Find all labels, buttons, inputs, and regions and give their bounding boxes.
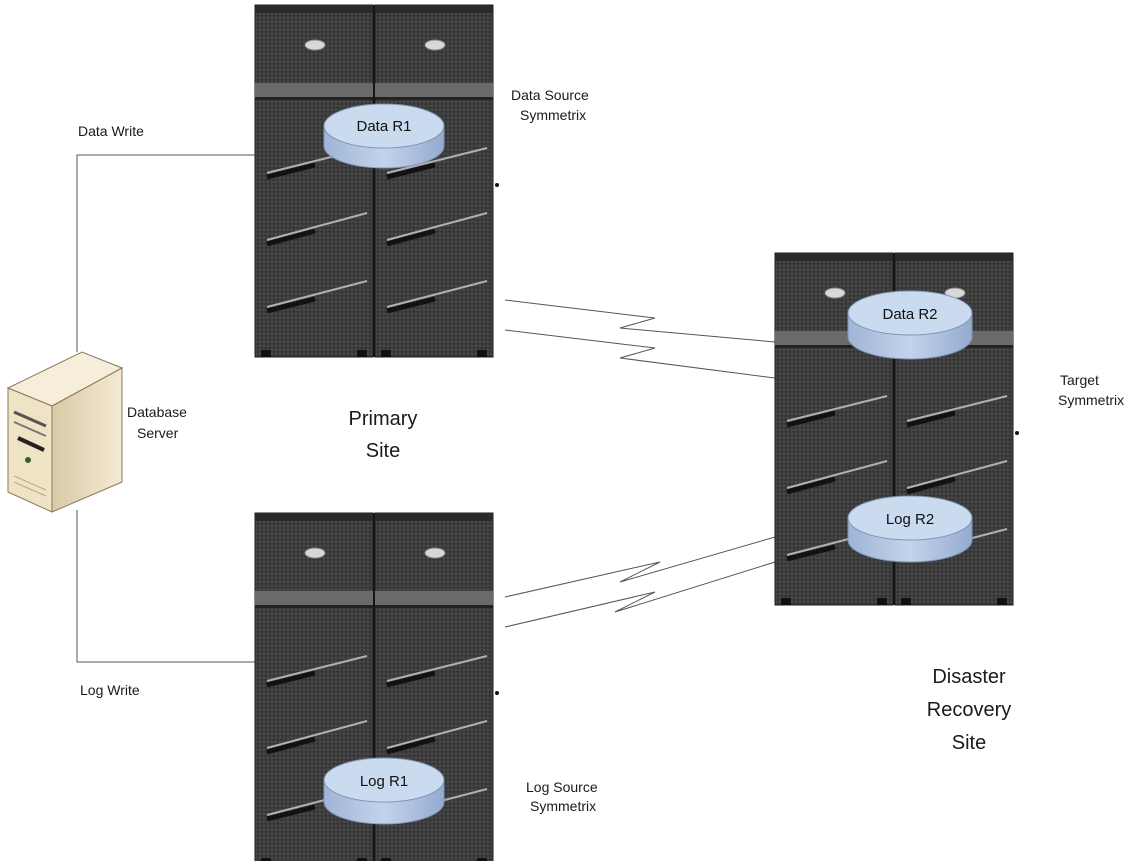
disk-data-r1-label: Data R1: [356, 118, 411, 135]
log-source-label-line2: Symmetrix: [530, 798, 596, 814]
disk-log-r2-label: Log R2: [886, 511, 934, 528]
target-label-line2: Symmetrix: [1058, 392, 1124, 408]
database-server-label-line2: Server: [137, 425, 179, 441]
database-server-icon: [6, 351, 124, 513]
data-source-symmetrix: [255, 5, 499, 357]
database-server-label-line1: Database: [127, 404, 187, 420]
data-write-connector: [76, 154, 255, 352]
target-label-line1: Target: [1060, 372, 1099, 388]
disk-data-r1: Data R1: [323, 103, 445, 169]
disk-log-r2: Log R2: [847, 495, 973, 563]
log-source-label-line1: Log Source: [526, 779, 598, 795]
primary-site-label-line2: Site: [366, 440, 400, 462]
log-replication-link: [504, 536, 776, 628]
primary-site-label-line1: Primary: [349, 408, 418, 430]
data-write-label: Data Write: [78, 123, 144, 139]
disk-data-r2: Data R2: [847, 290, 973, 360]
disk-data-r2-label: Data R2: [882, 306, 937, 323]
log-write-label: Log Write: [80, 682, 140, 698]
data-source-label-line2: Symmetrix: [520, 107, 586, 123]
data-replication-link: [504, 299, 776, 379]
dr-site-label-line2: Recovery: [927, 699, 1011, 721]
disk-log-r1-label: Log R1: [360, 773, 408, 790]
disk-log-r1: Log R1: [323, 757, 445, 825]
log-write-connector: [76, 510, 255, 663]
data-source-label-line1: Data Source: [511, 87, 589, 103]
dr-site-label-line3: Site: [952, 732, 986, 754]
dr-site-label-line1: Disaster: [932, 666, 1006, 688]
